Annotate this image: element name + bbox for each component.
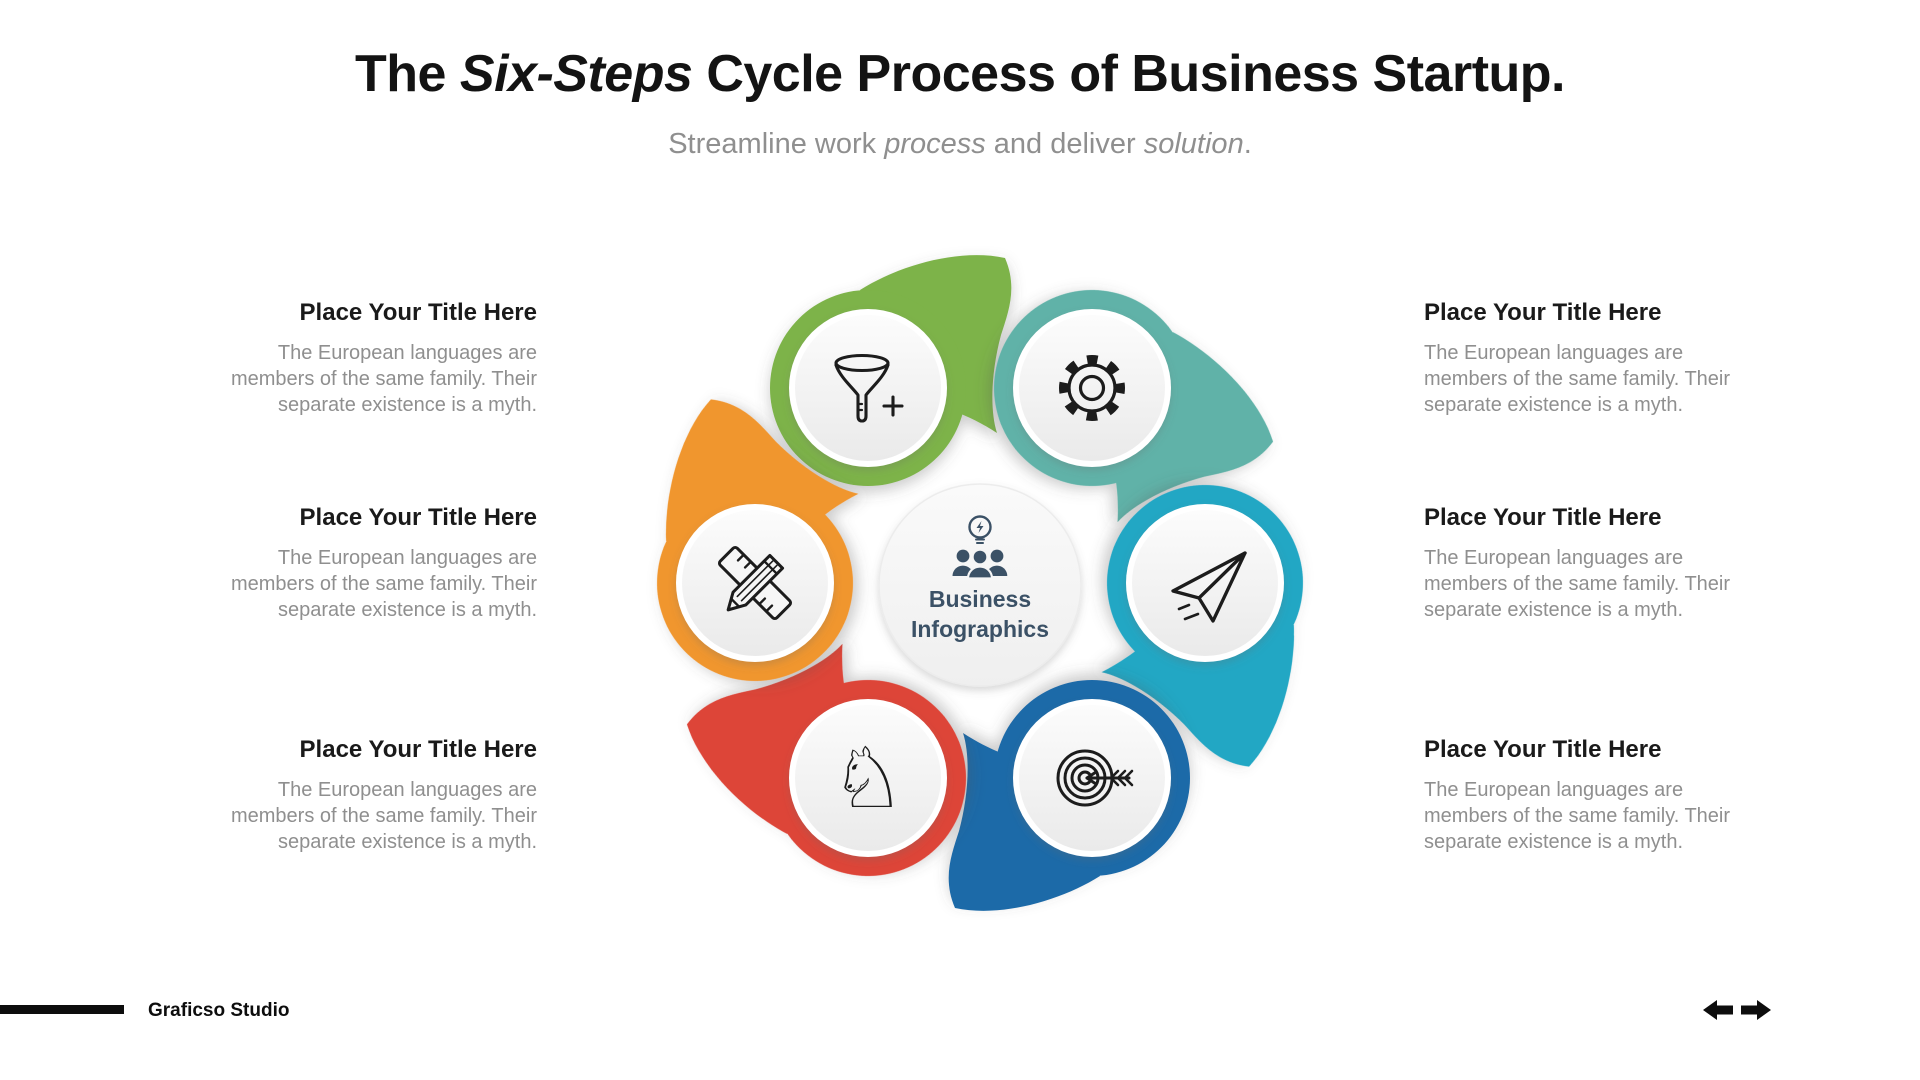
block-body: The European languages are members of th… [230, 547, 537, 621]
funnel-plus-icon [834, 353, 904, 423]
svg-text:♘: ♘ [830, 729, 905, 827]
block-body: The European languages are members of th… [230, 342, 537, 416]
center-label-line1: Business [929, 586, 1031, 612]
text-block-left-1: Place Your Title Here The European langu… [192, 298, 537, 418]
text-block-right-1: Place Your Title Here The European langu… [1424, 298, 1769, 418]
block-body: The European languages are members of th… [1424, 779, 1731, 853]
gear-icon [1059, 355, 1125, 421]
block-title: Place Your Title Here [1424, 504, 1662, 531]
team-idea-icon [952, 515, 1008, 580]
block-body: The European languages are members of th… [230, 779, 537, 853]
target-arrow-icon [1056, 749, 1134, 807]
brand-bar [0, 1005, 124, 1014]
paper-plane-icon [1171, 551, 1247, 623]
subtitle-italic-1: process [884, 128, 986, 160]
pencil-ruler-icon [717, 545, 793, 621]
block-title: Place Your Title Here [1424, 736, 1662, 763]
subtitle-text: Streamline work [668, 128, 885, 160]
center-circle [878, 483, 1082, 687]
slide-subtitle: Streamline work process and deliver solu… [0, 128, 1920, 161]
title-text-tail: Cycle Process of Business Startup. [692, 45, 1565, 103]
text-block-right-2: Place Your Title Here The European langu… [1424, 503, 1769, 623]
center-label-line2: Infographics [911, 616, 1049, 642]
subtitle-text-3: . [1243, 128, 1252, 160]
block-title: Place Your Title Here [299, 299, 537, 326]
slide-title: The Six-Steps Cycle Process of Business … [0, 44, 1920, 104]
text-block-left-2: Place Your Title Here The European langu… [192, 503, 537, 623]
text-block-left-3: Place Your Title Here The European langu… [192, 735, 537, 855]
title-italic-text: Six-Steps [459, 45, 693, 103]
block-title: Place Your Title Here [1424, 299, 1662, 326]
title-text: The [355, 45, 460, 103]
next-arrow-button[interactable] [1741, 1000, 1771, 1020]
step-circles [676, 309, 1284, 857]
chess-knight-icon: ♘ [830, 729, 905, 827]
block-body: The European languages are members of th… [1424, 342, 1731, 416]
nav-arrows [1703, 1000, 1771, 1020]
subtitle-italic-2: solution [1143, 128, 1244, 160]
prev-arrow-button[interactable] [1703, 1000, 1733, 1020]
block-title: Place Your Title Here [299, 736, 537, 763]
block-title: Place Your Title Here [299, 504, 537, 531]
text-block-right-3: Place Your Title Here The European langu… [1424, 735, 1769, 855]
block-body: The European languages are members of th… [1424, 547, 1731, 621]
brand-name: Graficso Studio [148, 1000, 290, 1021]
subtitle-text-2: and deliver [985, 128, 1144, 160]
